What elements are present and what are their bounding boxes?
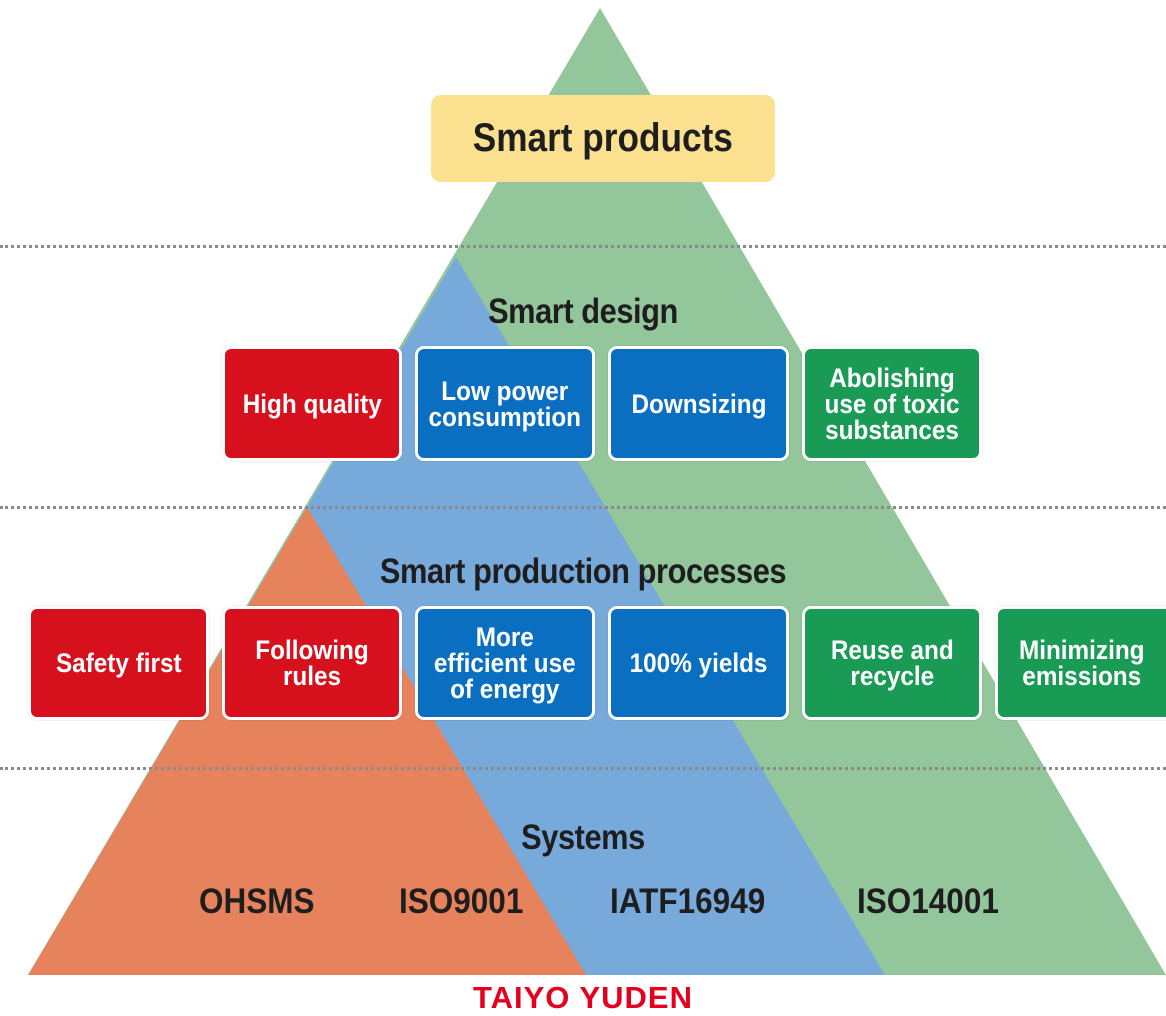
production-item-safety-first: Safety first — [28, 606, 209, 720]
production-item-label: Minimizing emissions — [1019, 635, 1145, 691]
design-item-label: Low power consumption — [428, 375, 582, 432]
production-item-label: More efficient use of energy — [434, 622, 576, 704]
smart-products-label: Smart products — [472, 116, 734, 160]
system-ohsms: OHSMS — [199, 882, 327, 922]
production-item-label: Safety first — [55, 648, 182, 678]
production-item-following-rules: Following rules — [222, 606, 402, 720]
production-item-label: Reuse and recycle — [830, 635, 954, 691]
design-item-downsizing: Downsizing — [608, 346, 789, 461]
system-label: ISO9001 — [399, 882, 524, 921]
system-iso9001: ISO9001 — [399, 882, 537, 922]
production-item-label: Following rules — [255, 635, 369, 691]
divider-line — [0, 506, 1166, 509]
system-iatf16949: IATF16949 — [610, 882, 783, 922]
divider-line — [0, 767, 1166, 770]
system-label: ISO14001 — [857, 882, 999, 921]
pyramid-orange-layer — [28, 507, 586, 975]
smart-products-box: Smart products — [431, 95, 775, 182]
system-label: IATF16949 — [610, 882, 766, 921]
design-item-abolishing-toxic: Abolishing use of toxic substances — [802, 346, 982, 461]
production-item-100-yields: 100% yields — [608, 606, 789, 720]
system-iso14001: ISO14001 — [857, 882, 1015, 922]
smart-design-heading: Smart design — [488, 292, 678, 331]
design-item-label: Downsizing — [631, 388, 766, 419]
production-item-efficient-energy: More efficient use of energy — [415, 606, 595, 720]
system-label: OHSMS — [199, 882, 315, 921]
production-item-minimizing-emissions: Minimizing emissions — [995, 606, 1166, 720]
design-item-label: Abolishing use of toxic substances — [824, 362, 960, 445]
design-item-high-quality: High quality — [222, 346, 402, 461]
divider-line — [0, 245, 1166, 248]
brand-logo: TAIYO YUDEN — [473, 980, 693, 1015]
production-item-reuse-recycle: Reuse and recycle — [802, 606, 982, 720]
smart-production-heading: Smart production processes — [379, 552, 787, 591]
production-item-label: 100% yields — [629, 648, 768, 678]
design-item-label: High quality — [242, 388, 382, 419]
systems-heading: Systems — [521, 818, 645, 857]
design-item-low-power: Low power consumption — [415, 346, 595, 461]
